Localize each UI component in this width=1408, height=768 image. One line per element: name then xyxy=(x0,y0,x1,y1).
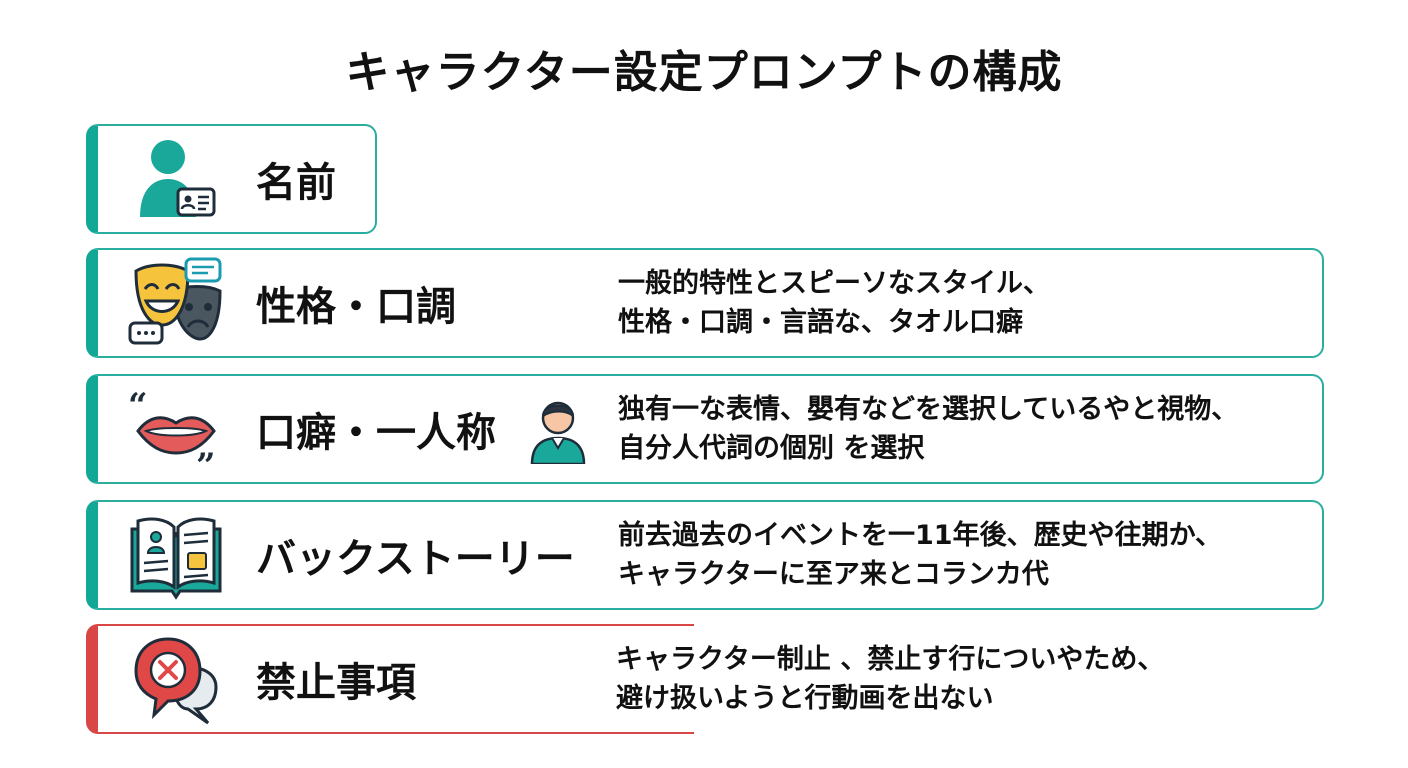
card-label: 名前 xyxy=(256,160,336,206)
card-description: 一般的特性とスピーソなスタイル、 性格・口調・言語な、タオル口癖 xyxy=(618,268,1050,338)
person-icon xyxy=(528,394,588,464)
page-title: キャラクター設定プロンプトの構成 xyxy=(345,47,1063,98)
card-description: 独有一な表情、嬰有などを選択しているやと視物、 自分人代詞の個別 を選択 xyxy=(618,394,1239,464)
svg-text:”: ” xyxy=(196,446,216,477)
card-label: 口癖・一人称 xyxy=(256,410,496,456)
prohibited-chat-icon xyxy=(128,631,224,727)
svg-text:“: “ xyxy=(128,386,148,426)
person-id-card-icon xyxy=(128,131,224,227)
card-label: バックストーリー xyxy=(256,536,575,582)
lips-quote-icon: “ ” xyxy=(128,381,224,477)
card-label: 禁止事項 xyxy=(256,660,416,706)
open-book-icon xyxy=(128,507,224,603)
card-backstory: バックストーリー 前去過去のイベントを一11年後、歴史や往期か、 キャラクターに… xyxy=(86,500,1324,610)
card-catchphrase: “ ” 口癖・一人称 独有一な表情、嬰有などを選択しているやと視物、 自分人代詞… xyxy=(86,374,1324,484)
card-description: 前去過去のイベントを一11年後、歴史や往期か、 キャラクターに至ア来とコランカ代 xyxy=(618,520,1223,590)
card-personality: 性格・口調 一般的特性とスピーソなスタイル、 性格・口調・言語な、タオル口癖 xyxy=(86,248,1324,358)
card-label: 性格・口調 xyxy=(256,284,456,330)
card-description-prohibited: キャラクター制止 、禁止す行についやため、 避け扱いようと行動画を出ない xyxy=(616,644,1165,714)
card-name: 名前 xyxy=(86,124,377,234)
card-prohibited: 禁止事項 xyxy=(86,624,694,734)
theater-masks-chat-icon xyxy=(128,255,224,351)
